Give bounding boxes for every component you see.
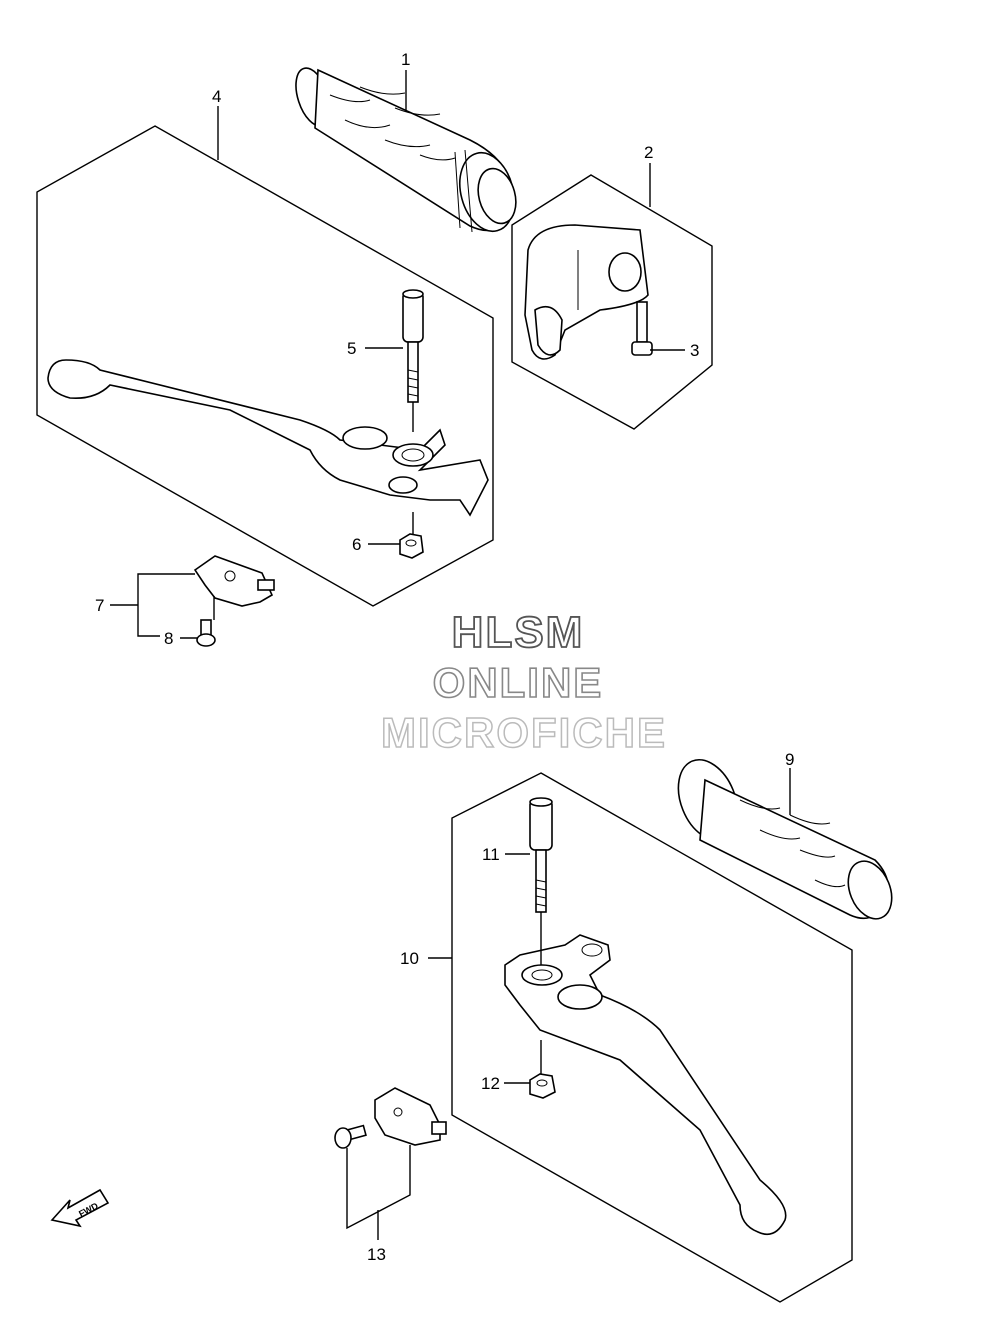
callout-13: 13: [367, 1245, 386, 1264]
clutch-switch-13: [334, 1087, 447, 1149]
throttle-housing: [524, 224, 649, 360]
callout-5: 5: [347, 339, 356, 358]
callout-6: 6: [352, 535, 361, 554]
callout-2: 2: [644, 143, 653, 162]
screw-3: [631, 301, 653, 356]
fwd-arrow-icon: FWD: [50, 1188, 110, 1228]
watermark-line-1: HLSM: [452, 608, 585, 657]
leader-lines: [110, 70, 791, 1240]
screw-8: [196, 619, 216, 647]
callout-11: 11: [482, 845, 500, 864]
watermark-line-3: MICROFICHE: [381, 709, 667, 756]
left-grip: [677, 758, 893, 920]
throttle-grip: [295, 67, 517, 233]
callout-1: 1: [401, 50, 410, 69]
group-frame-4: [36, 125, 494, 607]
callout-labels: 1 2 3 4 5 6 7 8 9 10 11 12 13: [95, 50, 794, 1264]
callout-4: 4: [212, 87, 221, 106]
watermark-line-2: ONLINE: [433, 659, 604, 706]
nut-12: [529, 1073, 556, 1099]
clutch-lever: [504, 934, 787, 1236]
callout-10: 10: [400, 949, 419, 968]
group-frame-2: [511, 174, 713, 430]
callout-7: 7: [95, 596, 104, 615]
group-frame-10: [451, 772, 853, 1303]
callout-3: 3: [690, 341, 699, 360]
callout-9: 9: [785, 750, 794, 769]
brake-lever: [47, 359, 489, 517]
pivot-bolt-11: [529, 797, 553, 913]
callout-8: 8: [164, 629, 173, 648]
brake-switch-7: [193, 555, 275, 607]
pivot-bolt-5: [402, 289, 424, 403]
callout-12: 12: [481, 1074, 500, 1093]
watermark: HLSM ONLINE MICROFICHE: [380, 607, 667, 757]
nut-6: [399, 533, 424, 559]
